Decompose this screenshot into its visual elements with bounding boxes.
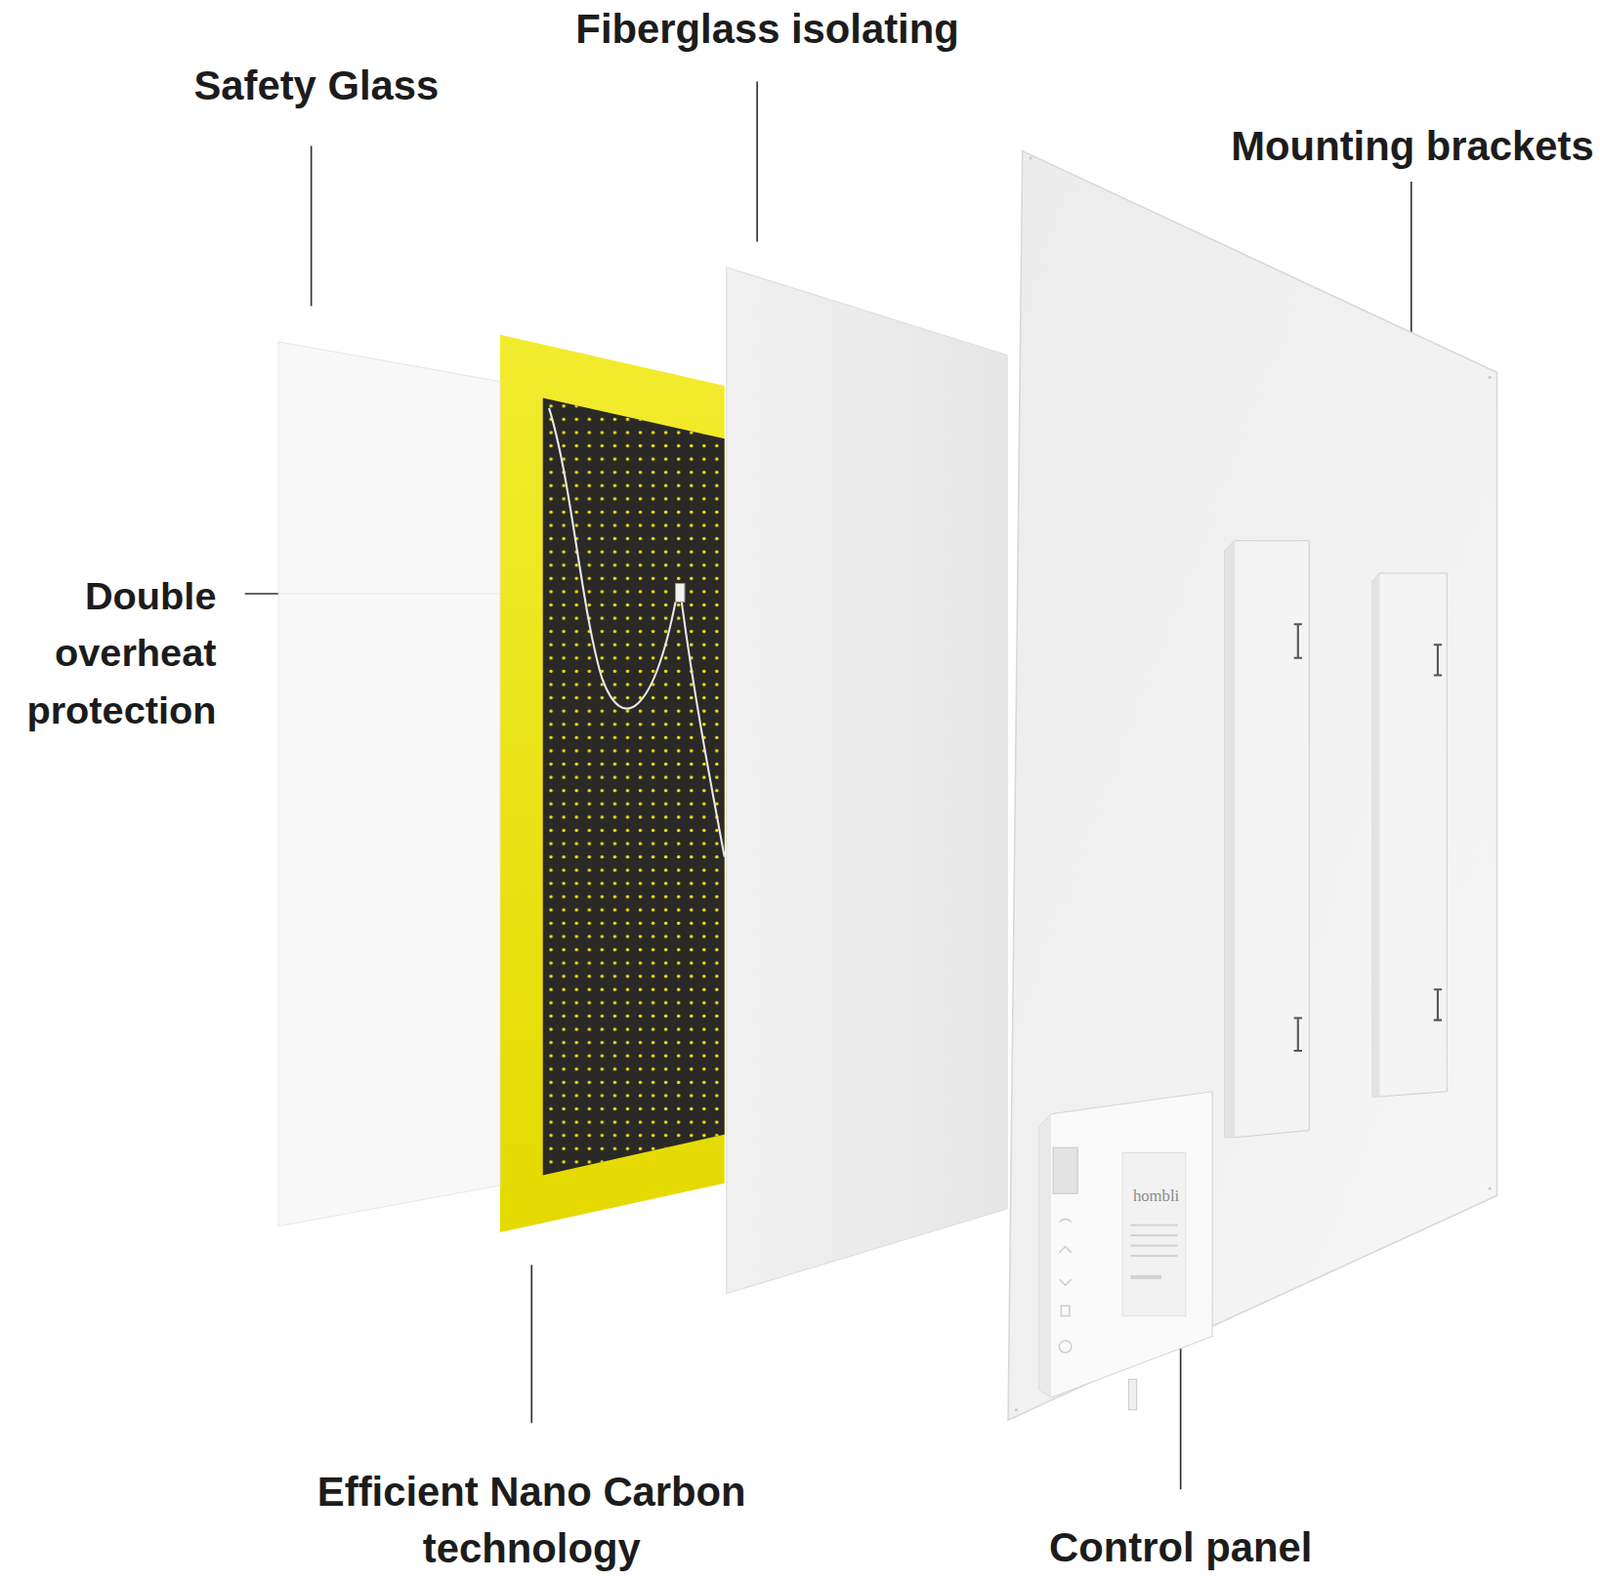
mounting-brackets <box>1224 541 1448 1138</box>
part-label: Fiberglass isolating <box>532 3 1003 53</box>
brand-mark: hombli <box>1115 1185 1198 1207</box>
control-panel-box <box>1038 1092 1213 1411</box>
part-label: Safety Glass <box>153 61 480 111</box>
part-label: Control panel <box>1007 1523 1354 1573</box>
part-label: Double overheat protection <box>1 567 216 740</box>
part-label: Mounting brackets <box>1173 121 1594 170</box>
part-label: Efficient Nano Carbon technology <box>306 1463 757 1578</box>
